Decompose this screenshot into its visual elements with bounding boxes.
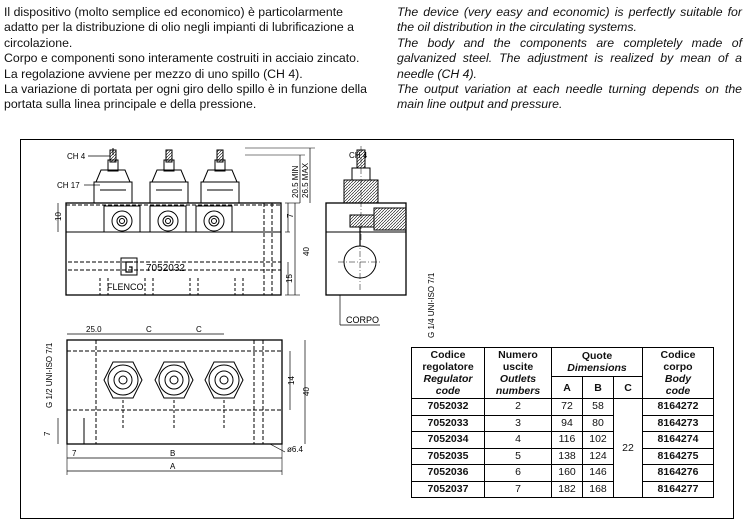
italian-paragraph: La regolazione avviene per mezzo di uno … xyxy=(4,66,303,81)
col-a: A xyxy=(551,376,583,399)
english-paragraph: The body and the components are complete… xyxy=(397,35,742,81)
thread-side-label: G 1/4 UNI-ISO 7/1 xyxy=(427,272,436,338)
table-row: 7052033 3 94 80 8164273 xyxy=(411,414,714,432)
col-dimensions: Quote Dimensions xyxy=(551,347,643,377)
dim-7-left: 7 xyxy=(43,431,52,436)
specification-table: Codice regolatore Regulator code Numero … xyxy=(411,347,714,498)
col-outlets: Numero uscite Outlets numbers xyxy=(484,347,552,399)
top-view xyxy=(57,333,306,475)
regulator-valve xyxy=(149,149,189,204)
table-row: 7052035 5 138 124 8164275 xyxy=(411,447,714,465)
drawing-frame xyxy=(20,139,734,519)
col-c: C xyxy=(613,376,643,399)
dim-40-top: 40 xyxy=(302,387,311,396)
col-regulator-code: Codice regolatore Regulator code xyxy=(411,347,485,399)
dim-15: 15 xyxy=(285,274,294,283)
table-row: 7052037 7 182 168 8164277 xyxy=(411,480,714,498)
dim-26-5: 26.5 MAX xyxy=(301,162,310,198)
dim-b: B xyxy=(170,449,175,458)
dim-20-5: 20.5 MIN xyxy=(291,165,300,198)
italian-description: Il dispositivo (molto semplice ed econom… xyxy=(4,5,370,113)
ch4-side-label: CH 4 xyxy=(349,151,368,160)
dim-14: 14 xyxy=(287,376,296,385)
top-outlet xyxy=(154,361,194,430)
dim-a: A xyxy=(170,462,176,471)
english-paragraph: The device (very easy and economic) is p… xyxy=(397,5,742,35)
table-row: 7052036 6 160 146 8164276 xyxy=(411,464,714,482)
brand-label: FLENCO xyxy=(107,282,144,292)
thread-left-label: G 1/2 UNI-ISO 7/1 xyxy=(45,342,54,408)
dim-10: 10 xyxy=(54,212,63,221)
col-body-code: Codice corpo Body code xyxy=(642,347,714,399)
table-subheader-row: A B C xyxy=(412,376,714,399)
ch17-label: CH 17 xyxy=(57,181,80,190)
front-view xyxy=(57,147,315,296)
italian-paragraph: Il dispositivo (molto semplice ed econom… xyxy=(4,5,354,50)
table-header-row: Codice regolatore Regulator code Numero … xyxy=(411,347,714,399)
front-outlet xyxy=(149,205,187,233)
dim-c2: C xyxy=(196,325,202,334)
side-view xyxy=(325,146,407,326)
col-b: B xyxy=(582,376,614,399)
dim-6-4: ø6.4 xyxy=(287,445,304,454)
regulator-valve xyxy=(93,148,133,204)
italian-paragraph: La variazione di portata per ogni giro d… xyxy=(4,82,367,112)
top-outlet xyxy=(103,361,143,430)
table-row: 7052034 4 116 102 8164274 xyxy=(411,431,714,449)
italian-paragraph: Corpo e componenti sono interamente cost… xyxy=(4,51,360,66)
english-description: The device (very easy and economic) is p… xyxy=(397,5,742,113)
ch4-label: CH 4 xyxy=(67,152,86,161)
front-outlet xyxy=(103,205,141,233)
front-outlet xyxy=(195,205,233,233)
dim-7-bottom: 7 xyxy=(72,449,77,458)
corpo-label: CORPO xyxy=(346,315,379,325)
part-code: 7052032 xyxy=(146,263,185,274)
table-row: 7052032 2 72 58 22 8164272 xyxy=(411,398,714,498)
c-value: 22 xyxy=(613,398,643,498)
regulator-valve xyxy=(200,149,240,204)
dim-40: 40 xyxy=(302,247,311,256)
top-outlet xyxy=(204,361,244,430)
dim-c1: C xyxy=(146,325,152,334)
dim-25: 25.0 xyxy=(86,325,102,334)
dim-7: 7 xyxy=(286,213,295,218)
english-paragraph: The output variation at each needle turn… xyxy=(397,82,742,112)
